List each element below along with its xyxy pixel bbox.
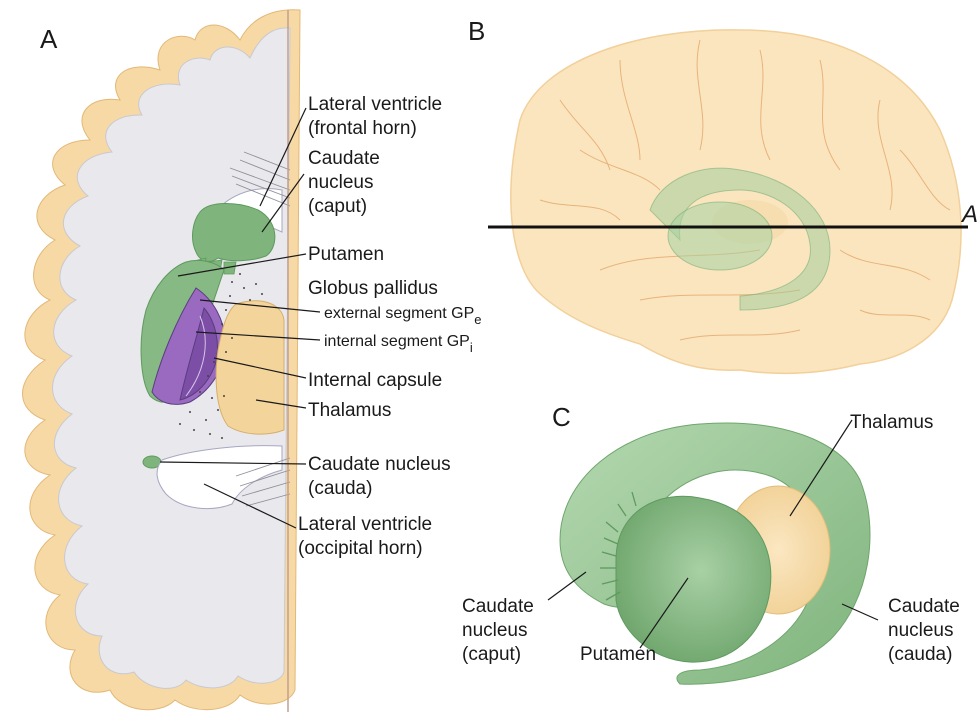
- label-cauda-c-3: (cauda): [888, 644, 952, 665]
- thalamus-a: [216, 301, 284, 434]
- label-caudate-2: nucleus: [308, 172, 374, 193]
- label-putamen-a: Putamen: [308, 244, 384, 265]
- label-gpe-text: external segment GP: [324, 305, 474, 322]
- label-putamen-c: Putamen: [580, 644, 656, 665]
- label-thalamus-c: Thalamus: [850, 412, 933, 433]
- label-caput-c-1: Caudate: [462, 596, 534, 617]
- label-gpe-subscript: e: [474, 312, 481, 327]
- label-lv-frontal-2: (frontal horn): [308, 118, 417, 139]
- label-globus-pallidus: Globus pallidus: [308, 278, 438, 299]
- panel-c-letter: C: [552, 402, 571, 432]
- label-lv-occipital-2: (occipital horn): [298, 538, 423, 559]
- panel-c-3d-view: C Thalamus Caudate nucleus (caput) Putam…: [462, 402, 960, 684]
- putamen-translucent-b: [668, 202, 772, 270]
- label-lv-occipital-1: Lateral ventricle: [298, 514, 432, 535]
- label-cauda-c-1: Caudate: [888, 596, 960, 617]
- label-caudate-1: Caudate: [308, 148, 380, 169]
- panel-a-letter: A: [40, 24, 58, 54]
- label-gpi-text: internal segment GP: [324, 333, 470, 350]
- panel-b-letter: B: [468, 16, 485, 46]
- label-cauda-a-1: Caudate nucleus: [308, 454, 451, 475]
- panel-b-lateral-view: B A: [468, 16, 978, 373]
- panel-a-section: A: [23, 10, 482, 712]
- label-cauda-a-2: (cauda): [308, 478, 372, 499]
- label-gpi: internal segment GPi: [324, 333, 473, 355]
- section-label-b: A: [960, 201, 978, 228]
- label-caput-c-3: (caput): [462, 644, 521, 665]
- label-internal-capsule: Internal capsule: [308, 370, 442, 391]
- label-cauda-c-2: nucleus: [888, 620, 954, 641]
- putamen-c: [616, 496, 771, 662]
- label-caudate-3: (caput): [308, 196, 367, 217]
- label-caput-c-2: nucleus: [462, 620, 528, 641]
- label-gpi-subscript: i: [470, 340, 473, 355]
- label-lv-frontal-1: Lateral ventricle: [308, 94, 442, 115]
- label-thalamus-a: Thalamus: [308, 400, 391, 421]
- label-gpe: external segment GPe: [324, 305, 482, 327]
